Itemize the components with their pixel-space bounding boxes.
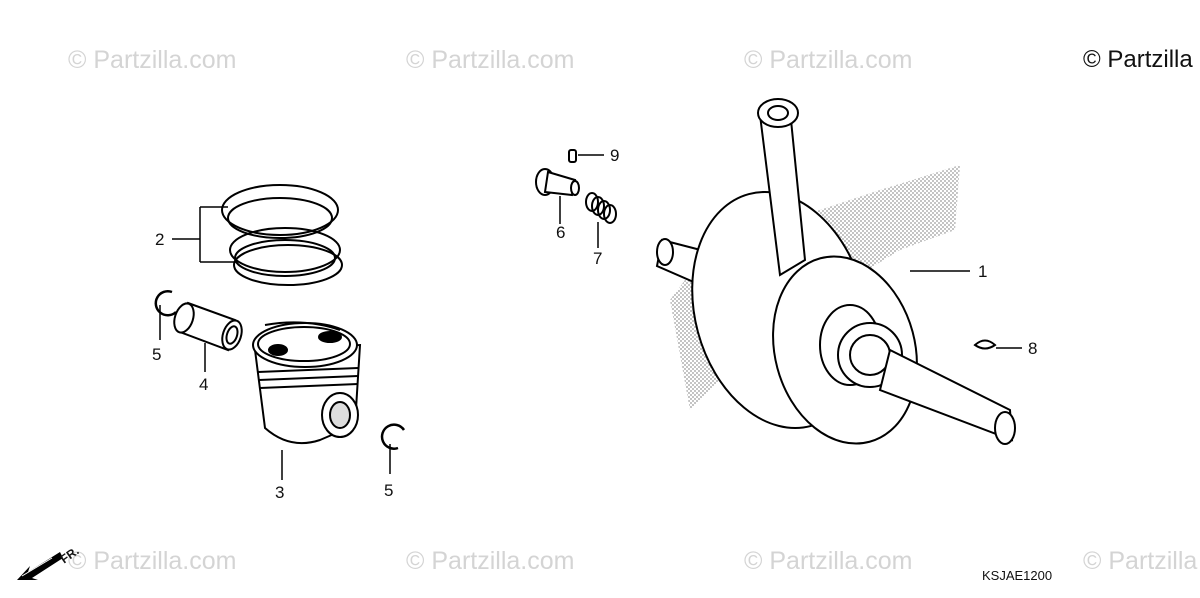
piston-rings bbox=[221, 184, 343, 286]
callout-1: 1 bbox=[978, 262, 988, 281]
callout-4: 4 bbox=[199, 375, 209, 394]
callout-6: 6 bbox=[556, 223, 566, 242]
spring bbox=[585, 192, 617, 224]
circlip-right bbox=[380, 423, 406, 450]
circlip-left bbox=[154, 290, 177, 317]
piston bbox=[252, 321, 362, 444]
callout-8: 8 bbox=[1028, 339, 1038, 358]
callout-bracket-2 bbox=[172, 206, 234, 263]
small-pin bbox=[568, 149, 577, 163]
callout-5-left: 5 bbox=[152, 345, 162, 364]
watermark-bottom-2: © Partzilla.com bbox=[406, 547, 575, 575]
callout-9: 9 bbox=[610, 146, 620, 165]
callout-5-right: 5 bbox=[384, 481, 394, 500]
piston-pin bbox=[173, 301, 243, 352]
callout-7: 7 bbox=[593, 249, 603, 268]
watermark-top-4: © Partzilla bbox=[1083, 46, 1193, 73]
callout-3: 3 bbox=[275, 483, 285, 502]
diagram-code: KSJAE1200 bbox=[982, 568, 1053, 583]
watermark-top-2: © Partzilla.com bbox=[406, 46, 575, 74]
cam-chain-tensioner-bolt bbox=[535, 168, 580, 197]
watermark-bottom-3: © Partzilla.com bbox=[744, 547, 913, 575]
callout-2: 2 bbox=[155, 230, 165, 249]
watermark-bottom-4: © Partzilla bbox=[1083, 547, 1198, 575]
front-direction-arrow bbox=[17, 552, 63, 580]
woodruff-key bbox=[973, 339, 997, 350]
watermark-top-1: © Partzilla.com bbox=[68, 46, 237, 74]
watermark-top-3: © Partzilla.com bbox=[744, 46, 913, 74]
crankshaft bbox=[655, 98, 1016, 445]
watermark-bottom-1: © Partzilla.com bbox=[68, 547, 237, 575]
